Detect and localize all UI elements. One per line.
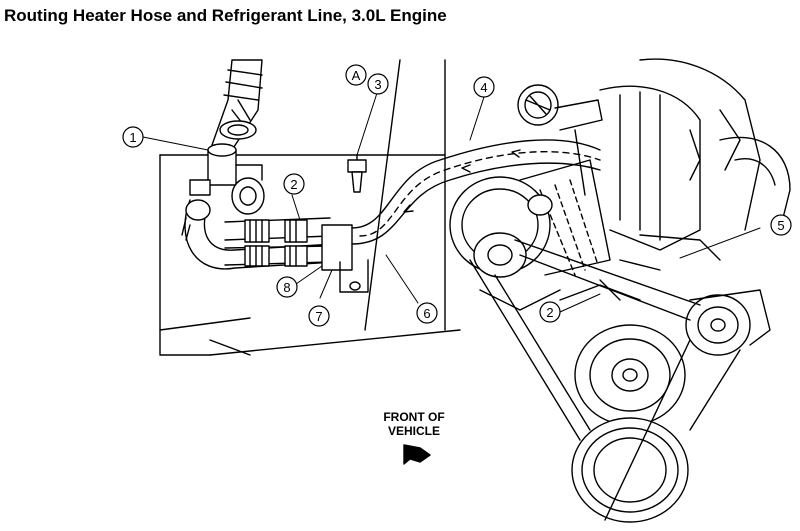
callout-2-right: 2 xyxy=(546,305,553,320)
upper-heater-hose xyxy=(211,59,263,151)
callout-circles xyxy=(122,64,792,327)
parallel-hoses xyxy=(224,217,331,267)
callout-8: 8 xyxy=(283,280,290,295)
callout-labels: 1 2 A 3 4 5 6 7 8 2 xyxy=(129,68,784,324)
lower-hose-routing xyxy=(479,279,641,311)
lower-heater-hose xyxy=(181,199,336,270)
front-label-line1: FRONT OF xyxy=(383,410,445,424)
callout-3: 3 xyxy=(374,77,381,92)
line-bracket xyxy=(321,154,369,293)
callout-a: A xyxy=(352,68,361,83)
callout-4: 4 xyxy=(480,80,487,95)
callout-6: 6 xyxy=(423,306,430,321)
callout-1: 1 xyxy=(129,130,136,145)
front-arrow-icon xyxy=(403,444,431,465)
idler-pulley xyxy=(685,289,771,356)
callout-5: 5 xyxy=(777,218,784,233)
front-label-line2: VEHICLE xyxy=(387,424,440,438)
reservoir-cap xyxy=(517,84,603,196)
callout-2-left: 2 xyxy=(290,177,297,192)
diagram-title: Routing Heater Hose and Refrigerant Line… xyxy=(4,6,447,25)
firewall-panel-lines xyxy=(159,59,461,356)
callout-7: 7 xyxy=(315,309,322,324)
ac-compressor xyxy=(449,159,611,278)
front-of-vehicle-label: FRONT OF VEHICLE xyxy=(368,410,460,438)
callout-leaders xyxy=(142,92,761,313)
engine-block xyxy=(599,58,791,271)
crankshaft-pulley xyxy=(571,324,689,523)
refrigerant-line xyxy=(351,139,601,245)
heater-valve xyxy=(189,143,265,215)
